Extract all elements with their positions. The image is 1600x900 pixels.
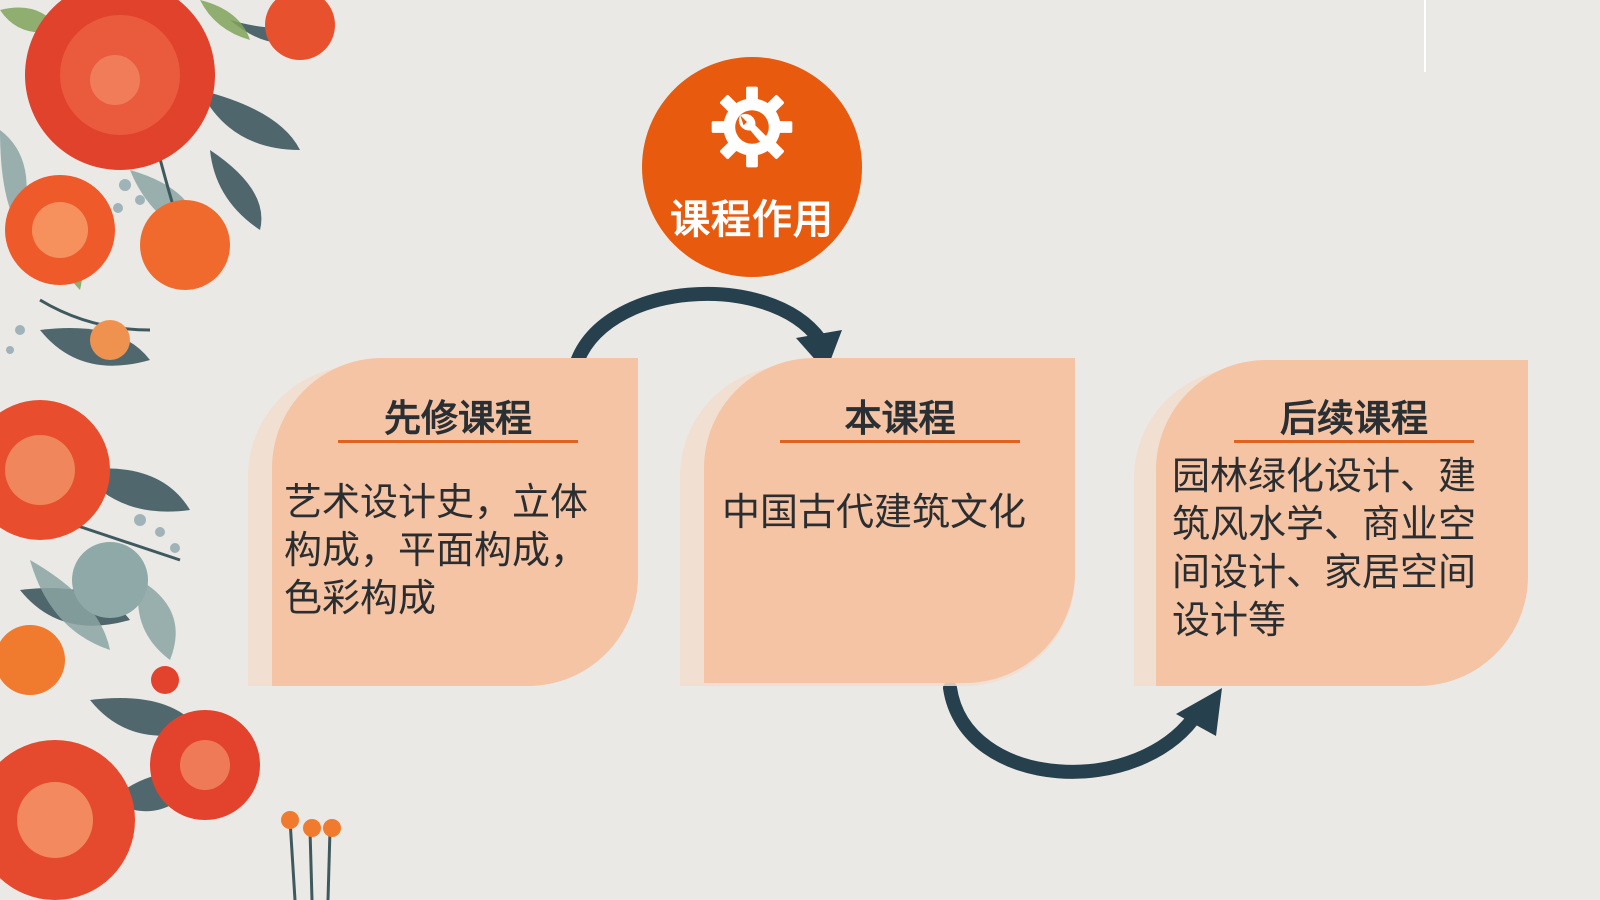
card-body: 园林绿化设计、建筑风水学、商业空间设计、家居空间设计等: [1172, 454, 1477, 642]
card-body: 中国古代建筑文化: [722, 490, 1027, 534]
top-right-divider: [1424, 0, 1426, 72]
floral-decoration: [0, 0, 341, 900]
arrow-head-2: [1176, 688, 1222, 736]
title-underline: [1234, 440, 1474, 443]
arrow-prereq-to-current: [568, 286, 827, 375]
gear-wrench-icon: [711, 86, 793, 168]
card-title: 先修课程: [384, 397, 532, 440]
title-underline: [338, 440, 578, 443]
card-title: 本课程: [844, 397, 956, 440]
card-title: 后续课程: [1280, 397, 1428, 440]
title-underline: [780, 440, 1020, 443]
course-role-badge: 课程作用: [642, 57, 862, 277]
badge-title: 课程作用: [670, 197, 834, 243]
card-body: 艺术设计史，立体构成，平面构成，色彩构成: [284, 480, 589, 620]
arrow-current-to-followup: [943, 681, 1205, 779]
